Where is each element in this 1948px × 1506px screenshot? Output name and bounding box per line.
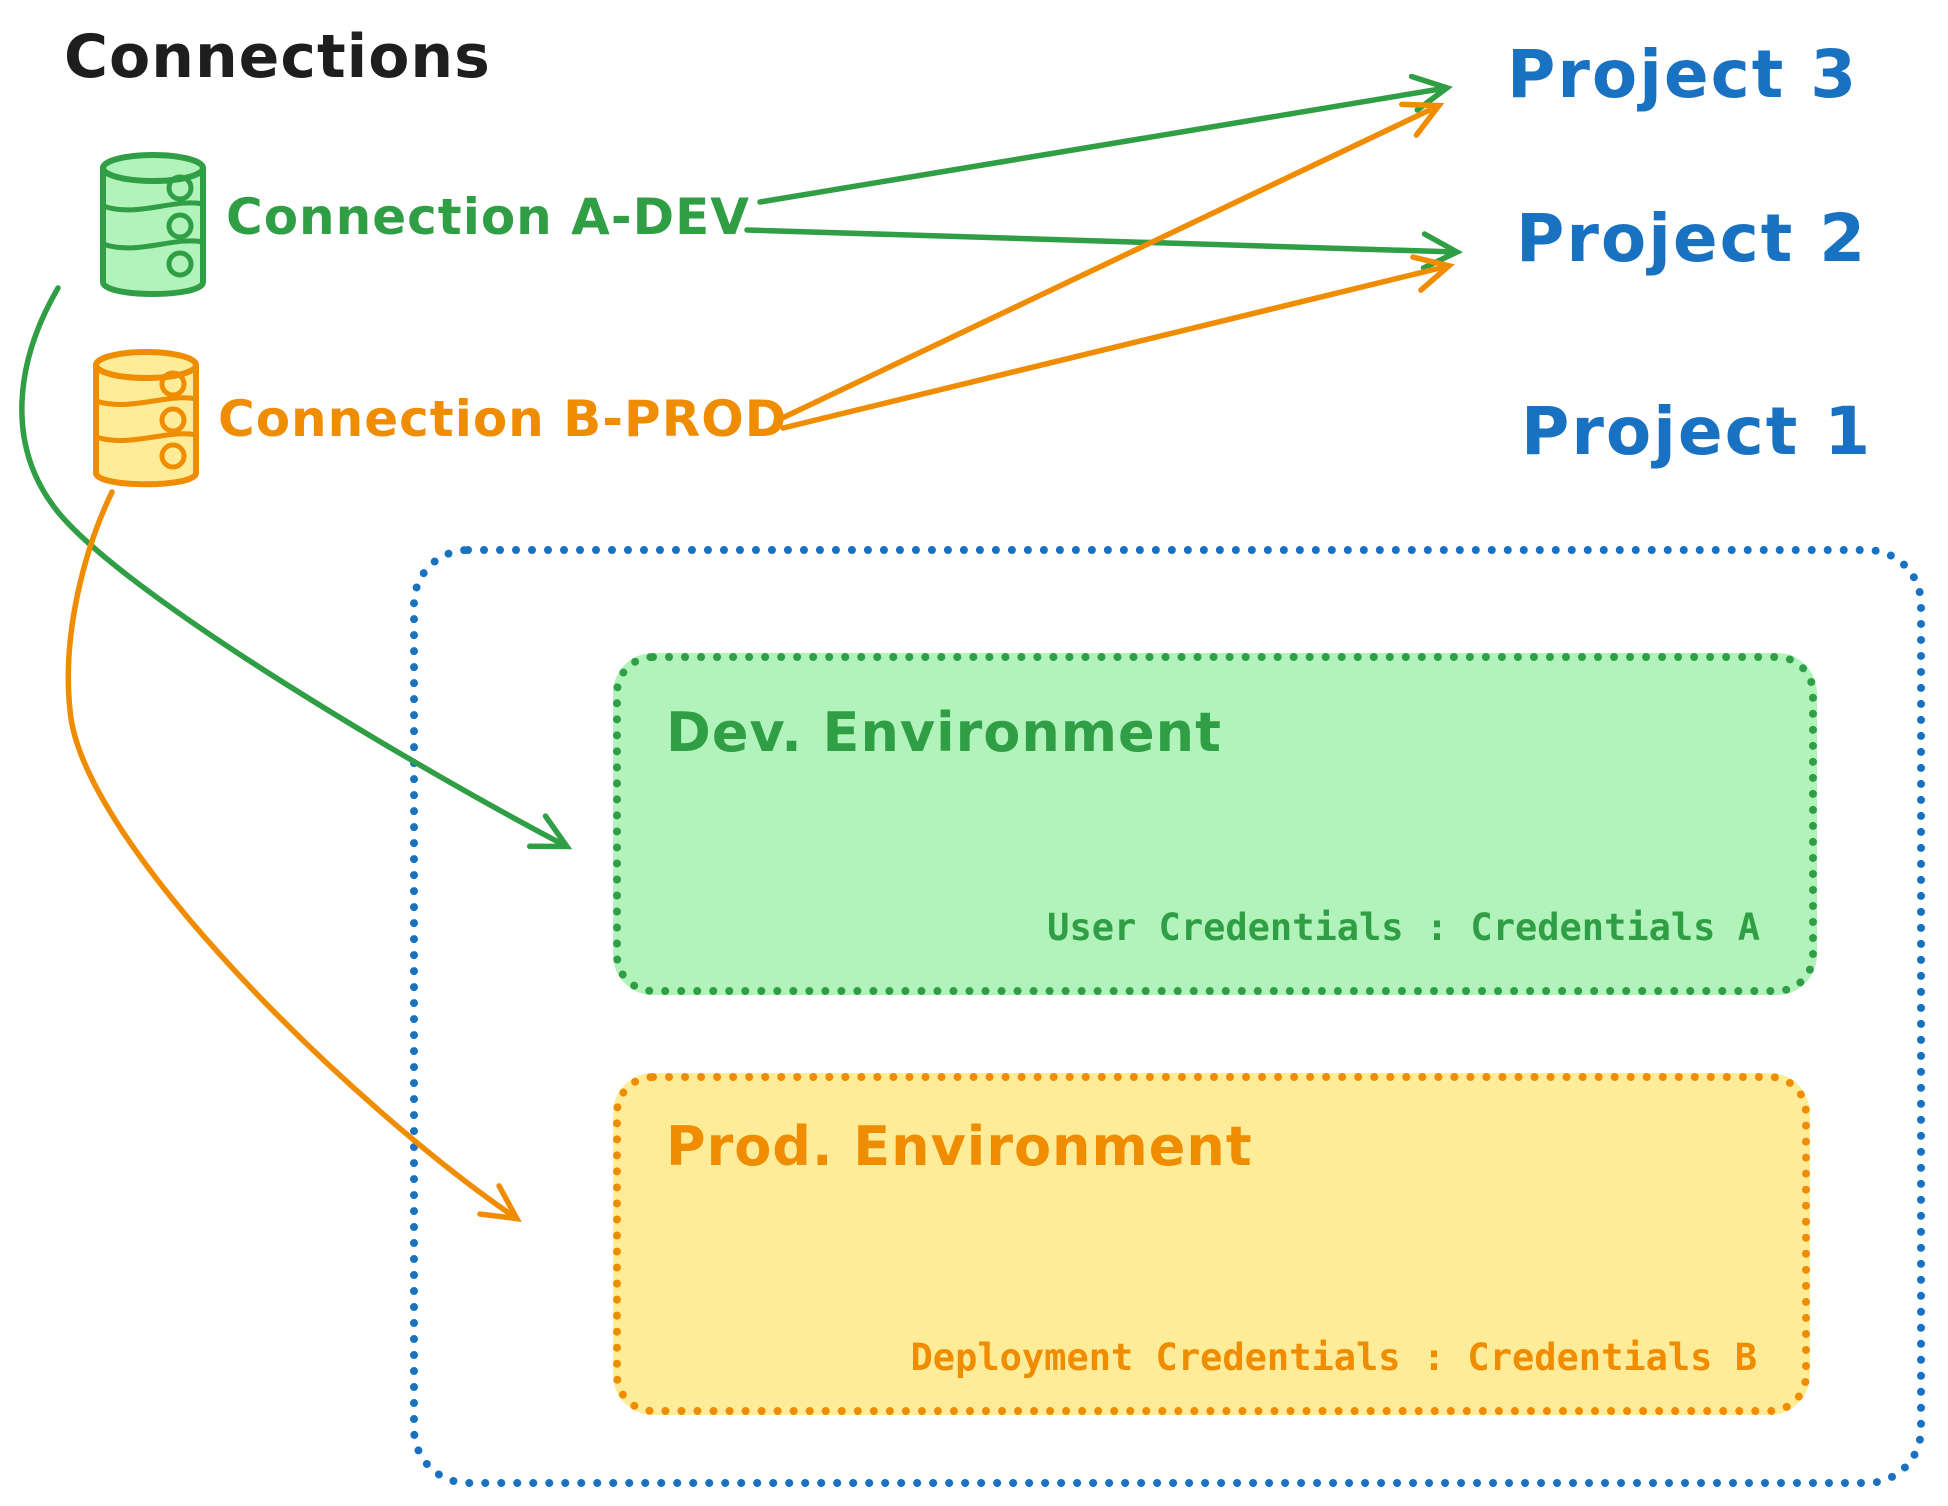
database-dot bbox=[159, 370, 187, 398]
arrow-b-prod-to-project-2 bbox=[780, 254, 1455, 431]
database-outline bbox=[93, 362, 199, 488]
arrow-a-dev-to-project-2 bbox=[744, 227, 1464, 271]
database-icon bbox=[93, 349, 199, 488]
database-body bbox=[103, 155, 203, 294]
project-2-label: Project 2 bbox=[1516, 200, 1868, 277]
dev-environment-credentials: User Credentials : Credentials A bbox=[1047, 906, 1760, 949]
project-1-label: Project 1 bbox=[1521, 393, 1873, 470]
project-1-container: Dev. Environment User Credentials : Cred… bbox=[410, 546, 1925, 1487]
database-dot bbox=[166, 212, 194, 240]
prod-environment-box: Prod. Environment Deployment Credentials… bbox=[613, 1073, 1810, 1415]
connection-b-prod-label: Connection B-PROD bbox=[218, 390, 788, 448]
database-divider bbox=[93, 431, 199, 443]
database-top bbox=[93, 349, 199, 381]
arrow-b-prod-to-project-3 bbox=[773, 101, 1445, 424]
dev-environment-title: Dev. Environment bbox=[666, 701, 1222, 764]
database-top bbox=[100, 152, 206, 184]
database-divider bbox=[100, 200, 206, 213]
database-body bbox=[96, 353, 196, 485]
connection-a-dev-label: Connection A-DEV bbox=[226, 188, 750, 246]
database-dot bbox=[166, 250, 194, 278]
database-dot bbox=[166, 174, 194, 202]
prod-environment-credentials: Deployment Credentials : Credentials B bbox=[910, 1336, 1757, 1379]
prod-environment-title: Prod. Environment bbox=[666, 1115, 1253, 1178]
database-outline bbox=[100, 165, 206, 297]
database-dot bbox=[159, 442, 187, 470]
dev-environment-box: Dev. Environment User Credentials : Cred… bbox=[613, 653, 1817, 995]
arrow-a-dev-to-project-3 bbox=[757, 73, 1453, 205]
project-3-label: Project 3 bbox=[1507, 36, 1859, 113]
database-divider bbox=[93, 395, 199, 407]
database-dot bbox=[159, 406, 187, 434]
diagram-title: Connections bbox=[64, 22, 491, 92]
database-icon bbox=[100, 152, 206, 297]
database-divider bbox=[100, 238, 206, 251]
